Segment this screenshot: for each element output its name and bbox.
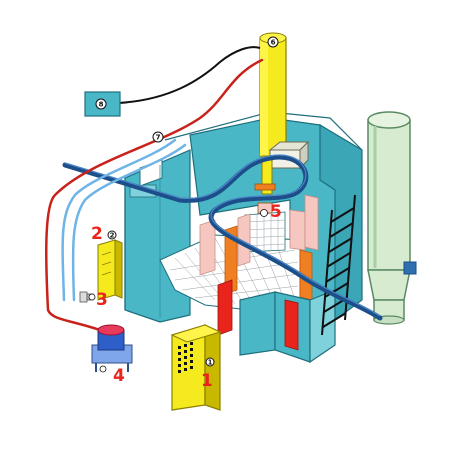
- paint-supply-pump: [91, 324, 133, 373]
- wall-panels: [199, 194, 319, 336]
- marker-5-badge: [260, 209, 268, 217]
- marker-1: 1: [208, 359, 213, 367]
- side-control-cabinet: 2: [97, 230, 123, 301]
- main-control-panel: 1: [170, 324, 222, 411]
- marker-6: 6: [271, 39, 276, 47]
- callout-label-4: 4: [113, 366, 125, 386]
- marker-6-badge: 6: [267, 36, 279, 48]
- callout-label-5: 5: [270, 202, 282, 222]
- hoses: [45, 58, 264, 332]
- control-unit: 8: [84, 91, 121, 117]
- lift-column: [254, 32, 310, 214]
- callout-label-1: 1: [201, 371, 213, 391]
- marker-7-badge: 7: [152, 131, 164, 143]
- marker-8: 8: [99, 101, 104, 109]
- control-cable: [117, 46, 261, 104]
- panel-indicator-dots: [178, 342, 193, 373]
- valve-assembly: [79, 291, 96, 303]
- overhead-conveyor-rail: [62, 154, 383, 321]
- booth-left-section: [124, 149, 191, 323]
- callout-label-3: 3: [96, 290, 108, 310]
- booth-front-door: [239, 289, 336, 364]
- overhead-rail-highlight: [64, 154, 381, 317]
- marker-2: 2: [110, 232, 115, 240]
- cyclone-filter-tower: [367, 111, 417, 325]
- marker-7: 7: [156, 134, 161, 142]
- callout-label-2: 2: [91, 224, 103, 244]
